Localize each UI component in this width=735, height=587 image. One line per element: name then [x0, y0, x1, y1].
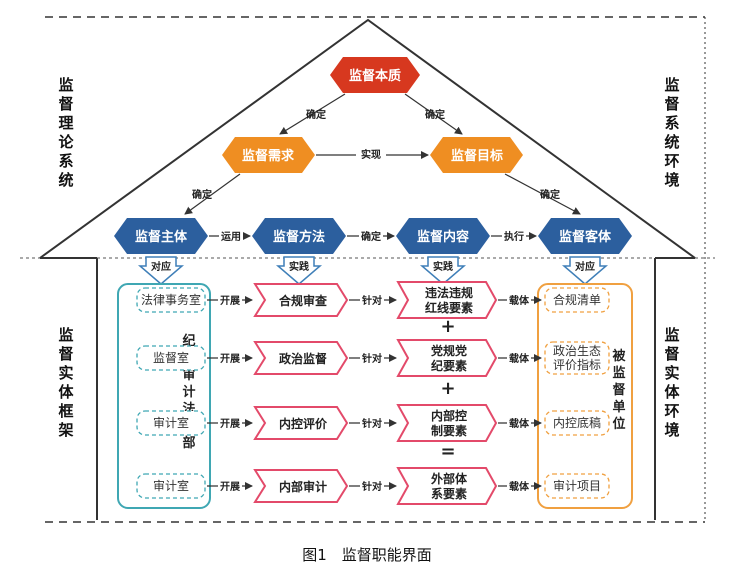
- use-label: 运用: [221, 231, 241, 243]
- content-chevron: [396, 404, 498, 442]
- dept-box: [136, 345, 206, 371]
- method-text: 合规审查: [279, 293, 328, 308]
- method-text: 内部审计: [279, 479, 327, 494]
- method-text: 内控评价: [279, 416, 328, 431]
- method-chevron: [253, 283, 349, 317]
- zhendui-label: 针对: [362, 294, 382, 307]
- essence-node: 监督本质: [330, 57, 420, 93]
- content-text: 党规党纪要素: [431, 343, 467, 373]
- content-node: 监督内容: [396, 218, 490, 254]
- confirm-row-label: 确定: [361, 230, 381, 243]
- confirm-label-3: 确定: [192, 188, 212, 201]
- dept-box: [136, 287, 206, 313]
- confirm-label-2: 确定: [425, 108, 445, 121]
- subject-node: 监督主体: [114, 218, 208, 254]
- zaiti-label: 载体: [509, 480, 530, 493]
- need-node: 监督需求: [222, 137, 315, 173]
- confirm-label-1: 确定: [306, 108, 326, 121]
- target-box: [544, 410, 610, 436]
- side-label-entity-frame: 监督实体框架: [57, 326, 74, 439]
- need-label: 监督需求: [242, 148, 295, 164]
- method-text: 政治监督: [279, 351, 327, 366]
- arrow-essence-goal: [404, 93, 463, 135]
- down-arrows: 对应 实践 实践 对应: [137, 256, 609, 285]
- method-label: 监督方法: [273, 229, 325, 245]
- content-text: 内部控制要素: [431, 408, 467, 438]
- dept-label: 监督室: [153, 350, 189, 365]
- target-label: 政治生态评价指标: [553, 344, 601, 372]
- right-group-frame: [537, 283, 633, 509]
- target-label: 合规清单: [553, 292, 601, 307]
- down-arrow-label-2: 实践: [289, 260, 309, 273]
- dept-label: 法律事务室: [141, 292, 201, 307]
- zaiti-label: 载体: [509, 352, 530, 365]
- method-node: 监督方法: [252, 218, 346, 254]
- content-chevron: [396, 339, 498, 377]
- kaizhan-label: 开展: [220, 353, 240, 365]
- left-group-frame: [117, 283, 211, 509]
- content-text: 违法违规红线要素: [425, 285, 473, 315]
- execute-label: 执行: [504, 230, 524, 243]
- side-label-entity-env: 监督实体环境: [664, 326, 680, 439]
- house-outline: [20, 18, 715, 520]
- outer-frame: [45, 16, 706, 523]
- realize-label: 实现: [361, 148, 381, 161]
- arrow-goal-object: [504, 173, 581, 215]
- object-label: 监督客体: [559, 229, 612, 245]
- method-chevron: [253, 406, 349, 440]
- method-chevron: [253, 469, 349, 503]
- zaiti-label: 载体: [509, 294, 530, 307]
- arrow-need-subject: [184, 173, 241, 215]
- zaiti-label: 载体: [509, 417, 530, 430]
- side-label-theory: 监督理论系统: [58, 76, 74, 189]
- method-chevron: [253, 341, 349, 375]
- target-box: [544, 341, 610, 375]
- side-label-system-env: 监督系统环境: [664, 76, 679, 189]
- function-row: 法律事务室 开展 合规审查 针对 违法违规红线要素 载体 合规清单: [136, 281, 610, 319]
- zhendui-label: 针对: [362, 480, 382, 493]
- subject-label: 监督主体: [135, 229, 188, 245]
- object-node: 监督客体: [538, 218, 632, 254]
- figure-caption: 图1 监督职能界面: [302, 546, 432, 564]
- down-arrow-label-3: 实践: [433, 260, 453, 273]
- dept-label: 审计室: [153, 415, 189, 430]
- content-chevron: [396, 281, 498, 319]
- content-label: 监督内容: [417, 229, 469, 245]
- dept-box: [136, 473, 206, 499]
- dept-box: [136, 410, 206, 436]
- right-group-title: 被监督单位: [611, 348, 626, 432]
- function-row: 审计室 开展 内控评价 针对 内部控制要素 载体 内控底稿: [136, 404, 610, 442]
- function-rows: 法律事务室开展合规审查针对违法违规红线要素载体合规清单监督室开展政治监督针对党规…: [136, 281, 610, 505]
- content-chevron: [396, 467, 498, 505]
- goal-node: 监督目标: [430, 137, 523, 173]
- kaizhan-label: 开展: [220, 418, 240, 430]
- down-arrow-label-1: 对应: [151, 260, 171, 273]
- target-label: 内控底稿: [553, 415, 601, 430]
- equals-operator: =: [440, 441, 455, 462]
- function-row: 审计室 开展 内部审计 针对 外部体系要素 载体 审计项目: [136, 467, 610, 505]
- plus-operator: +: [440, 378, 455, 399]
- kaizhan-label: 开展: [220, 295, 240, 307]
- essence-label: 监督本质: [349, 68, 401, 84]
- zhendui-label: 针对: [362, 417, 382, 430]
- content-text: 外部体系要素: [431, 471, 468, 501]
- function-row: 监督室 开展 政治监督 针对 党规党纪要素 载体 政治生态评价指标: [136, 339, 610, 377]
- dept-label: 审计室: [153, 478, 189, 493]
- kaizhan-label: 开展: [220, 481, 240, 493]
- target-label: 审计项目: [553, 478, 601, 493]
- target-box: [544, 473, 610, 499]
- zhendui-label: 针对: [362, 352, 382, 365]
- confirm-label-4: 确定: [540, 188, 560, 201]
- goal-label: 监督目标: [451, 148, 503, 164]
- down-arrow-label-4: 对应: [575, 260, 595, 273]
- arrow-essence-need: [279, 93, 346, 135]
- target-box: [544, 287, 610, 313]
- plus-operator: +: [440, 316, 455, 337]
